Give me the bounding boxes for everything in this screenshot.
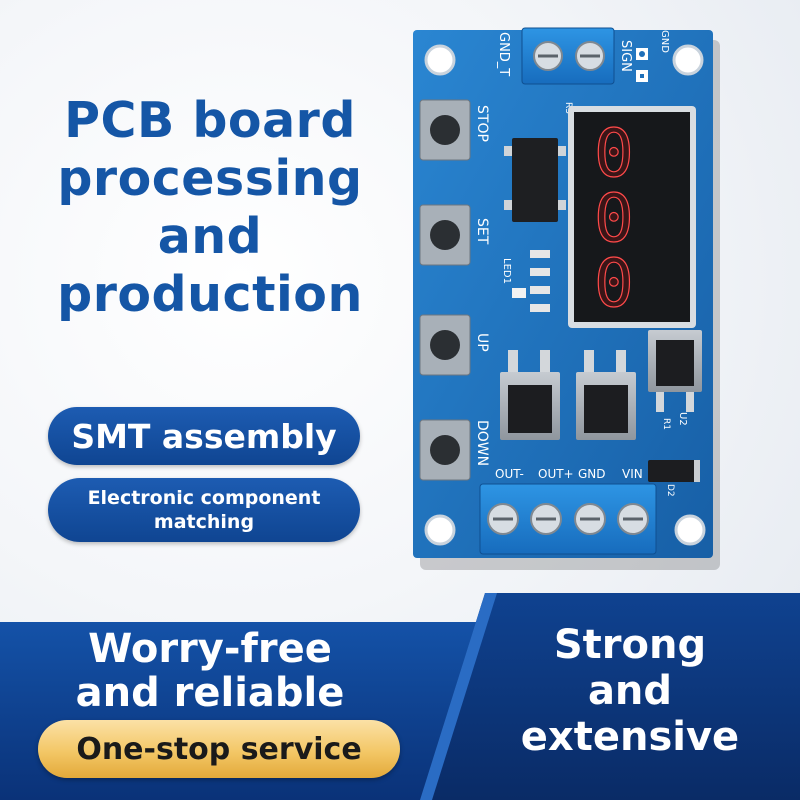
component-matching-line-1: Electronic component [87,487,321,509]
label-out-minus: OUT- [495,467,524,481]
one-stop-service-label: One-stop service [76,731,362,767]
headline-line-4: production [57,266,363,323]
label-sign: SIGN [618,40,633,72]
label-set: SET [474,218,490,245]
mosfet-1 [500,350,560,440]
label-r1: R1 [661,418,671,430]
label-gnd-bottom: GND [578,467,606,481]
set-switch [419,204,471,266]
headline: PCB board processing and production [20,92,400,324]
bottom-terminal-block [479,483,657,555]
worry-line-1: Worry-free [88,626,332,672]
push-buttons [419,99,471,481]
one-stop-service-badge: One-stop service [38,720,400,778]
strong-extensive-tagline: Strong and extensive [470,622,790,760]
strong-line-3: extensive [520,714,740,760]
worry-free-tagline: Worry-free and reliable [40,627,380,715]
component-matching-label: Electronic component matching [88,486,321,534]
label-led: LED1 [501,258,512,284]
headline-line-2: processing [57,150,363,207]
label-u2: U2 [677,412,688,426]
band-right-panel [420,593,800,800]
optocoupler-chip [504,138,566,222]
display-digit-3: 0 [594,245,634,322]
label-d2: D2 [665,484,675,497]
stop-switch [419,99,471,161]
smd-resistors [512,250,550,312]
diode [648,460,700,482]
mounting-holes [424,44,706,546]
headline-line-1: PCB board [64,92,356,149]
label-out-plus: OUT+ [538,467,574,481]
label-r3: R3 [563,102,573,114]
band-divider [420,593,497,800]
headline-line-3: and [157,208,263,265]
component-matching-line-2: matching [153,511,255,533]
label-gnd: GND [659,30,670,53]
jumper-pads [636,48,648,82]
strong-line-1: Strong [553,622,707,668]
label-stop: STOP [474,105,490,142]
up-switch [419,314,471,376]
label-down: DOWN [474,420,490,466]
smt-assembly-label: SMT assembly [71,416,337,456]
smt-assembly-badge: SMT assembly [48,407,360,465]
label-up: UP [474,333,490,352]
label-vin: VIN [622,467,643,481]
pcb-board-image: GND_T SIGN GND STOP SET UP DOWN LED1 OUT… [413,27,720,570]
seven-segment-display: 0 0 0 [568,106,696,328]
label-gnd-t: GND_T [496,32,511,76]
display-digit-2: 0 [594,180,634,257]
top-terminal-block [521,27,615,85]
voltage-regulator [648,330,702,412]
worry-line-2: and reliable [75,670,345,716]
mosfet-2 [576,350,636,440]
display-digit-1: 0 [594,115,634,192]
down-switch [419,419,471,481]
component-matching-badge: Electronic component matching [48,478,360,542]
strong-line-2: and [587,668,673,714]
